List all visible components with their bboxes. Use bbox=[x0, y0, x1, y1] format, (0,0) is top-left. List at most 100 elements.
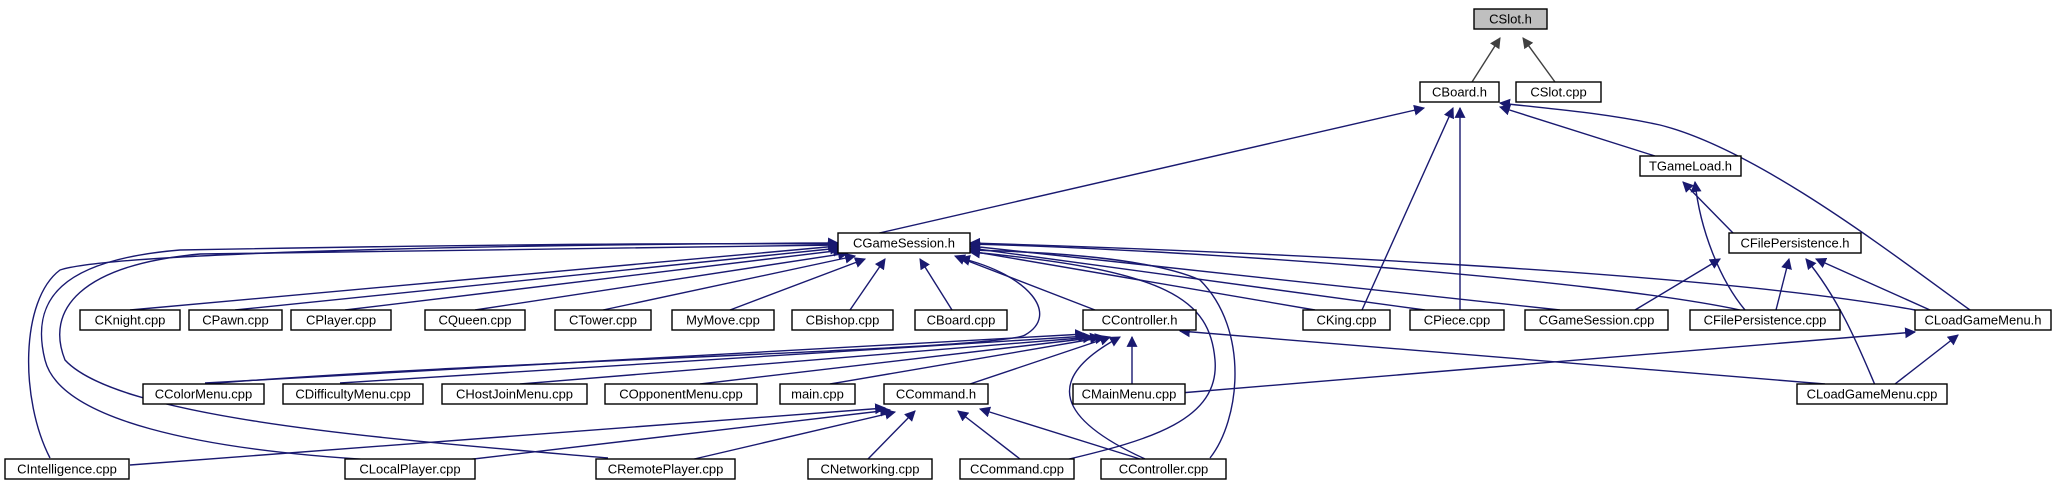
node-label: CLoadGameMenu.h bbox=[1924, 313, 2041, 328]
edge-cloadgamemenu-cpp-to-cfilepersistence-h bbox=[1805, 258, 1876, 386]
edge-cloadgamemenu-h-to-cfilepersistence-h bbox=[1814, 258, 1931, 311]
node-cgamesession-h[interactable]: CGameSession.h bbox=[837, 232, 971, 254]
node-cbishop-cpp[interactable]: CBishop.cpp bbox=[791, 309, 894, 331]
edge-cloadgamemenu-h-to-cboard-h bbox=[1498, 98, 1971, 311]
edge-main-cpp-to-ccontroller-h bbox=[829, 333, 1107, 385]
edges bbox=[27, 37, 1971, 466]
node-label: main.cpp bbox=[791, 387, 844, 402]
node-clocalplayer-cpp[interactable]: CLocalPlayer.cpp bbox=[344, 458, 476, 480]
edge-tgameload-h-to-cboard-h bbox=[1498, 104, 1656, 157]
node-cking-cpp[interactable]: CKing.cpp bbox=[1302, 309, 1391, 331]
edge-ccontroller-cpp-to-ccommand-h bbox=[978, 406, 1141, 460]
node-copponentmenu-cpp[interactable]: COpponentMenu.cpp bbox=[604, 383, 758, 405]
edge-cgamesession-h-to-cboard-h bbox=[874, 104, 1426, 235]
node-ccommand-cpp[interactable]: CCommand.cpp bbox=[959, 458, 1075, 480]
edge-cknight-cpp-to-cgamesession-h bbox=[129, 241, 840, 311]
edge-mymove-cpp-to-cgamesession-h bbox=[729, 257, 867, 311]
edge-cpawn-cpp-to-cgamesession-h bbox=[234, 243, 842, 311]
node-label: CFilePersistence.h bbox=[1740, 236, 1849, 251]
edge-cloadgamemenu-cpp-to-cloadgamemenu-h bbox=[1894, 334, 1959, 385]
node-label: TGameLoad.h bbox=[1649, 159, 1732, 174]
node-cboard-cpp[interactable]: CBoard.cpp bbox=[914, 309, 1008, 331]
edge-cgamesession-cpp-to-cfilepersistence-h bbox=[1634, 258, 1721, 311]
node-label: CMainMenu.cpp bbox=[1082, 387, 1177, 402]
edge-ccontroller-h-to-cgamesession-h bbox=[953, 254, 1096, 311]
node-main-cpp[interactable]: main.cpp bbox=[779, 383, 856, 405]
node-label: CLoadGameMenu.cpp bbox=[1807, 387, 1938, 402]
node-tgameload-h[interactable]: TGameLoad.h bbox=[1639, 155, 1742, 177]
edge-cdifficultymenu-cpp-to-ccontroller-h bbox=[339, 331, 1090, 384]
edge-copponentmenu-cpp-to-ccontroller-h bbox=[699, 332, 1102, 385]
node-cslot-h[interactable]: CSlot.h bbox=[1473, 8, 1548, 30]
edge-ccontroller-cpp-to-cgamesession-h bbox=[968, 244, 1236, 459]
node-cdifficultymenu-cpp[interactable]: CDifficultyMenu.cpp bbox=[282, 383, 424, 405]
node-cremoteplayer-cpp[interactable]: CRemotePlayer.cpp bbox=[595, 458, 736, 480]
node-cplayer-cpp[interactable]: CPlayer.cpp bbox=[290, 309, 392, 331]
node-mymove-cpp[interactable]: MyMove.cpp bbox=[671, 309, 775, 331]
edge-cintelligence-cpp-to-cgamesession-h bbox=[27, 237, 840, 459]
node-label: CTower.cpp bbox=[569, 313, 637, 328]
edge-cremoteplayer-cpp-to-cgamesession-h bbox=[59, 239, 840, 459]
edge-cintelligence-cpp-to-ccommand-h bbox=[129, 403, 887, 466]
node-cboard-h[interactable]: CBoard.h bbox=[1419, 81, 1500, 103]
node-cfilepersistence-h[interactable]: CFilePersistence.h bbox=[1728, 232, 1862, 254]
edge-cboard-cpp-to-cgamesession-h bbox=[919, 258, 953, 311]
node-label: CLocalPlayer.cpp bbox=[359, 462, 460, 477]
edge-cloadgamemenu-cpp-to-ccontroller-h bbox=[1178, 326, 1826, 385]
edge-cfilepersistence-cpp-to-tgameload-h bbox=[1690, 180, 1746, 311]
node-label: CRemotePlayer.cpp bbox=[608, 462, 724, 477]
node-label: CKing.cpp bbox=[1317, 313, 1377, 328]
node-cintelligence-cpp[interactable]: CIntelligence.cpp bbox=[4, 458, 130, 480]
node-label: CSlot.h bbox=[1489, 12, 1532, 27]
node-cslot-cpp[interactable]: CSlot.cpp bbox=[1515, 81, 1602, 103]
node-label: CGameSession.h bbox=[853, 236, 955, 251]
node-label: CController.h bbox=[1102, 313, 1178, 328]
node-label: CNetworking.cpp bbox=[821, 462, 920, 477]
edge-cqueen-cpp-to-cgamesession-h bbox=[474, 249, 850, 311]
node-label: CPlayer.cpp bbox=[306, 313, 376, 328]
node-cgamesession-cpp[interactable]: CGameSession.cpp bbox=[1524, 309, 1669, 331]
node-label: CCommand.h bbox=[896, 387, 976, 402]
node-chostjoinmenu-cpp[interactable]: CHostJoinMenu.cpp bbox=[441, 383, 588, 405]
edge-clocalplayer-cpp-to-ccommand-h bbox=[464, 405, 892, 461]
node-ctower-cpp[interactable]: CTower.cpp bbox=[554, 309, 652, 331]
node-label: CPiece.cpp bbox=[1424, 313, 1490, 328]
edge-ccommand-cpp-to-cgamesession-h bbox=[968, 247, 1216, 461]
node-ccontroller-cpp[interactable]: CController.cpp bbox=[1100, 458, 1227, 480]
node-label: CHostJoinMenu.cpp bbox=[456, 387, 573, 402]
node-label: CKnight.cpp bbox=[95, 313, 166, 328]
edge-ccontroller-cpp-to-ccontroller-h bbox=[1068, 336, 1146, 460]
node-cfilepersistence-cpp[interactable]: CFilePersistence.cpp bbox=[1689, 309, 1841, 331]
node-cnetworking-cpp[interactable]: CNetworking.cpp bbox=[807, 458, 933, 480]
node-label: CColorMenu.cpp bbox=[155, 387, 253, 402]
edge-cslot-cpp-to-cslot-h bbox=[1522, 37, 1556, 83]
node-label: CPawn.cpp bbox=[202, 313, 268, 328]
node-label: CDifficultyMenu.cpp bbox=[295, 387, 410, 402]
node-label: CBishop.cpp bbox=[806, 313, 880, 328]
edge-cmainmenu-cpp-to-cloadgamemenu-h bbox=[1179, 327, 1917, 394]
node-ccontroller-h[interactable]: CController.h bbox=[1082, 309, 1197, 331]
edge-clocalplayer-cpp-to-cgamesession-h bbox=[40, 238, 840, 461]
node-label: CBoard.h bbox=[1432, 85, 1487, 100]
node-cpiece-cpp[interactable]: CPiece.cpp bbox=[1409, 309, 1505, 331]
edge-cloadgamemenu-h-to-cgamesession-h bbox=[968, 237, 1916, 311]
node-label: CCommand.cpp bbox=[970, 462, 1064, 477]
node-cloadgamemenu-h[interactable]: CLoadGameMenu.h bbox=[1914, 309, 2052, 331]
node-label: COpponentMenu.cpp bbox=[619, 387, 743, 402]
node-cqueen-cpp[interactable]: CQueen.cpp bbox=[424, 309, 526, 331]
edge-cremoteplayer-cpp-to-ccommand-h bbox=[689, 408, 897, 461]
node-label: CGameSession.cpp bbox=[1539, 313, 1655, 328]
node-cloadgamemenu-cpp[interactable]: CLoadGameMenu.cpp bbox=[1796, 383, 1948, 405]
edge-chostjoinmenu-cpp-to-ccontroller-h bbox=[519, 332, 1095, 385]
node-label: CSlot.cpp bbox=[1530, 85, 1586, 100]
node-ccolormenu-cpp[interactable]: CColorMenu.cpp bbox=[142, 383, 265, 405]
node-cmainmenu-cpp[interactable]: CMainMenu.cpp bbox=[1072, 383, 1186, 405]
edge-ctower-cpp-to-cgamesession-h bbox=[602, 252, 857, 311]
node-label: CController.cpp bbox=[1119, 462, 1209, 477]
node-cknight-cpp[interactable]: CKnight.cpp bbox=[79, 309, 181, 331]
node-ccommand-h[interactable]: CCommand.h bbox=[883, 383, 989, 405]
edge-cgamesession-cpp-to-cgamesession-h bbox=[968, 241, 1561, 311]
node-label: MyMove.cpp bbox=[686, 313, 760, 328]
node-cpawn-cpp[interactable]: CPawn.cpp bbox=[188, 309, 283, 331]
